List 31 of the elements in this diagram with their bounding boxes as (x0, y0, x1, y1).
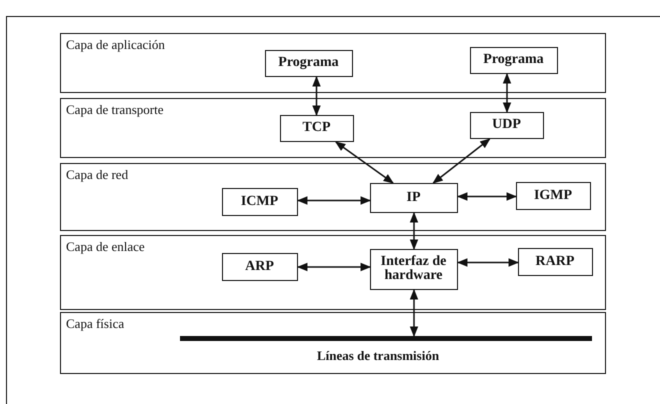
layer-band (60, 312, 606, 374)
arrow (410, 212, 418, 250)
layer-band (60, 163, 606, 231)
layer-heading: Capa de aplicación (66, 37, 165, 53)
arrow (502, 72, 512, 114)
arrow (432, 138, 490, 184)
line-caption: Líneas de transmisión (317, 348, 440, 364)
protocol-box: UDP (470, 112, 544, 138)
layer-heading: Capa física (66, 316, 124, 332)
arrow (410, 288, 418, 338)
layer-heading: Capa de transporte (66, 102, 164, 118)
protocol-box: IP (370, 182, 458, 212)
arrow (456, 258, 520, 267)
arrow (296, 196, 372, 205)
protocol-box: Programa (264, 50, 352, 76)
protocol-box: RARP (518, 248, 592, 276)
protocol-box: ARP (222, 252, 298, 280)
protocol-box: Programa (470, 46, 558, 74)
layer-heading: Capa de enlace (66, 239, 145, 255)
arrow (456, 192, 518, 201)
layer-band (60, 98, 606, 158)
protocol-box: Interfaz de hardware (370, 248, 458, 290)
protocol-box: TCP (280, 114, 354, 142)
arrow (312, 76, 321, 116)
arrow (335, 141, 394, 184)
arrow (296, 262, 372, 272)
protocol-box: ICMP (222, 188, 298, 216)
protocol-box: IGMP (516, 182, 590, 210)
layer-band (60, 235, 606, 310)
layer-band (60, 33, 606, 93)
layer-heading: Capa de red (66, 167, 128, 183)
